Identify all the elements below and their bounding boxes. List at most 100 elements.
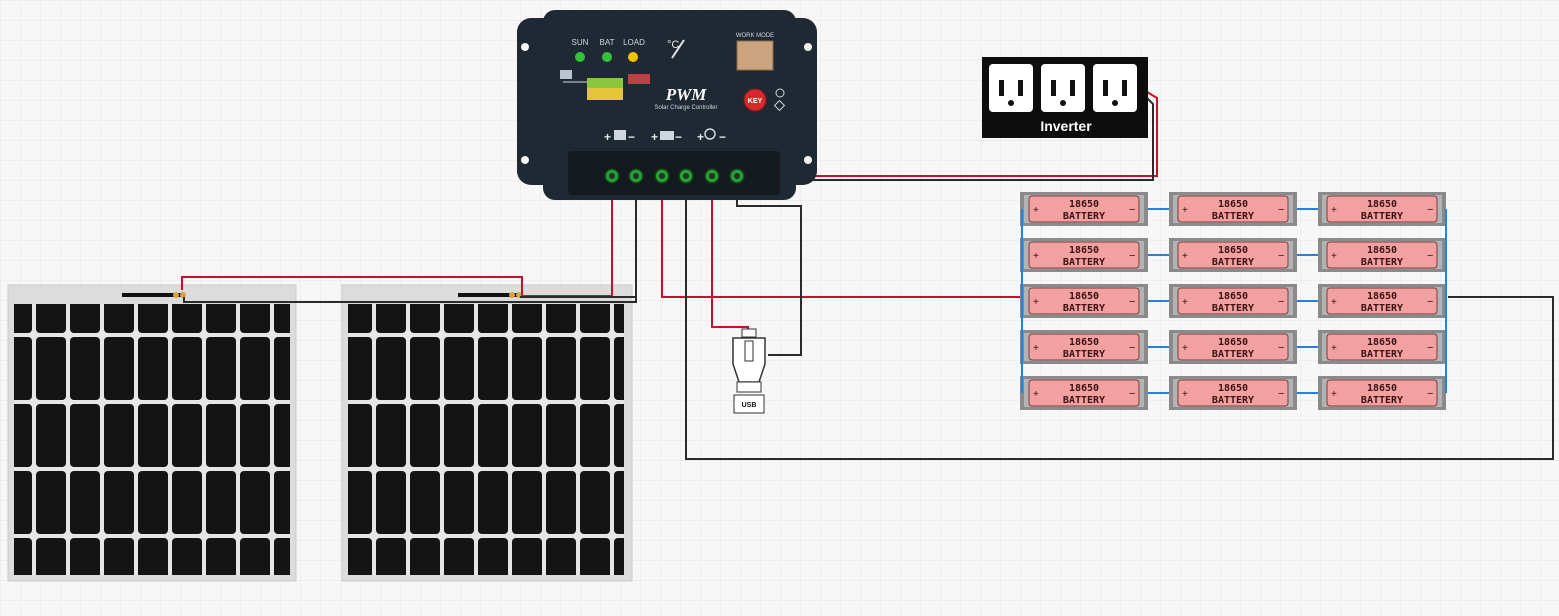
battery-minus-label: − [1427, 388, 1433, 400]
battery-plus-label: + [1033, 251, 1039, 262]
outlets [989, 64, 1137, 112]
terminal-2 [628, 168, 644, 184]
battery-plus-label: + [1331, 389, 1337, 400]
led-load-icon [628, 52, 638, 62]
wire-inverter-negative [790, 95, 1154, 181]
wire-load-negative [736, 178, 802, 356]
key-label: KEY [748, 98, 763, 105]
battery-minus-label: − [1278, 296, 1284, 308]
power-icon [775, 88, 785, 98]
led-bat-label: BAT [600, 38, 615, 47]
select-icon [773, 99, 786, 112]
battery-minus-label: − [1427, 296, 1433, 308]
battery-minus-label: − [1129, 342, 1135, 354]
solar-panel-2 [341, 284, 633, 582]
led-bat-icon [602, 52, 612, 62]
battery-type-label: BATTERY [1212, 303, 1254, 314]
outlet-icon [1041, 64, 1085, 112]
battery-minus-label: − [1427, 250, 1433, 262]
battery-plus-label: + [1331, 251, 1337, 262]
battery-plus-label: + [1331, 205, 1337, 216]
svg-text:−: − [628, 130, 635, 144]
key-button[interactable] [743, 88, 767, 112]
battery-plus-label: + [1033, 343, 1039, 354]
battery-model-label: 18650 [1069, 337, 1099, 348]
battery-model-label: 18650 [1069, 245, 1099, 256]
battery-type-label: BATTERY [1361, 349, 1403, 360]
wire-battery-negative [685, 178, 1554, 460]
svg-text:−: − [719, 130, 726, 144]
outlet-icon [1093, 64, 1137, 112]
battery-type-label: BATTERY [1212, 257, 1254, 268]
battery-minus-label: − [1427, 342, 1433, 354]
battery-plus-label: + [1182, 389, 1188, 400]
battery-type-label: BATTERY [1212, 211, 1254, 222]
bulb-port-icon [704, 128, 716, 140]
battery-minus-label: − [1278, 204, 1284, 216]
battery-type-label: BATTERY [1212, 395, 1254, 406]
terminals [604, 168, 745, 184]
battery-type-label: BATTERY [1361, 303, 1403, 314]
svg-text:+: + [604, 130, 611, 144]
battery-model-label: 18650 [1069, 199, 1099, 210]
svg-text:−: − [675, 130, 682, 144]
panel-port-icon [614, 130, 626, 140]
led-sun-icon [575, 52, 585, 62]
battery-type-label: BATTERY [1212, 349, 1254, 360]
wire-solar-negative [183, 178, 637, 303]
battery-plus-label: + [1182, 343, 1188, 354]
usb-charger: USB [732, 328, 766, 414]
battery-minus-label: − [1278, 342, 1284, 354]
led-sun-label: SUN [572, 38, 589, 47]
terminal-4 [678, 168, 694, 184]
terminal-block [568, 151, 780, 195]
status-graphic [560, 70, 650, 100]
battery-model-label: 18650 [1218, 337, 1248, 348]
battery-minus-label: − [1278, 388, 1284, 400]
battery-minus-label: − [1129, 204, 1135, 216]
battery-model-label: 18650 [1367, 383, 1397, 394]
battery-plus-label: + [1182, 251, 1188, 262]
battery-model-label: 18650 [1367, 245, 1397, 256]
port-icons: + − + − + − [604, 128, 726, 144]
inverter-label: Inverter [1040, 118, 1092, 134]
battery-model-label: 18650 [1218, 245, 1248, 256]
battery-plus-label: + [1182, 205, 1188, 216]
terminal-5 [704, 168, 720, 184]
outlet-icon [989, 64, 1033, 112]
battery-model-label: 18650 [1367, 199, 1397, 210]
battery-type-label: BATTERY [1063, 211, 1105, 222]
battery-plus-label: + [1033, 389, 1039, 400]
battery-type-label: BATTERY [1063, 257, 1105, 268]
battery-minus-label: − [1129, 296, 1135, 308]
battery-model-label: 18650 [1069, 383, 1099, 394]
battery-minus-label: − [1129, 250, 1135, 262]
battery-model-label: 18650 [1367, 291, 1397, 302]
controller-title: PWM [665, 85, 708, 104]
battery-type-label: BATTERY [1063, 349, 1105, 360]
led-load-label: LOAD [623, 38, 645, 47]
svg-text:+: + [697, 130, 704, 144]
terminal-1 [604, 168, 620, 184]
battery-minus-label: − [1278, 250, 1284, 262]
inverter: Inverter [982, 57, 1148, 138]
wire-solar-positive [181, 178, 613, 297]
battery-model-label: 18650 [1218, 199, 1248, 210]
battery-type-label: BATTERY [1361, 211, 1403, 222]
temperature-label: °C [667, 39, 679, 51]
battery-minus-label: − [1129, 388, 1135, 400]
battery-plus-label: + [1033, 297, 1039, 308]
battery-port-icon [660, 131, 674, 140]
